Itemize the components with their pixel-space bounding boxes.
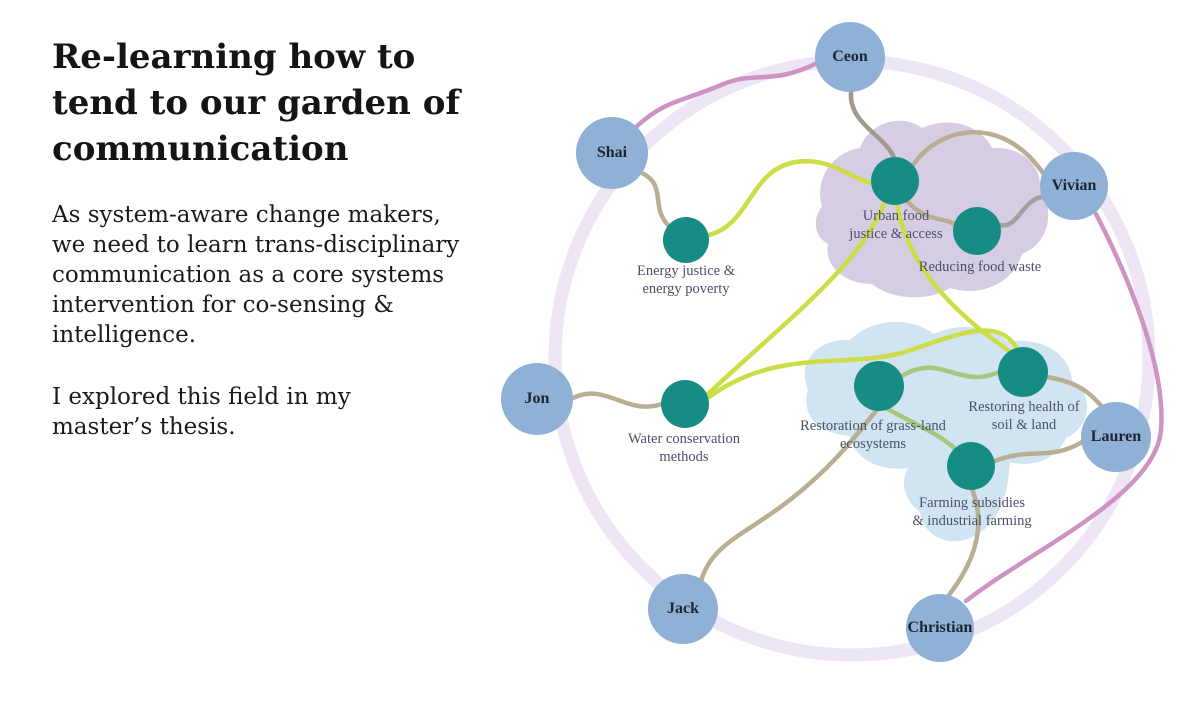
topic-node-soil: [998, 347, 1048, 397]
topic-label-line: Reducing food waste: [918, 259, 1042, 275]
topic-label-waste: Reducing food waste: [919, 258, 1041, 276]
paragraph-line: we need to learn trans-disciplinary: [52, 232, 460, 258]
paragraph-line: I explored this field in my: [52, 384, 351, 410]
edge-farming-lauren: [992, 439, 1085, 464]
topic-node-waste: [953, 207, 1001, 255]
paragraph-line: intervention for co-sensing &: [52, 292, 394, 318]
topic-label-line: Farming subsidies: [919, 495, 1025, 511]
topic-label-line: soil & land: [991, 417, 1057, 433]
topic-label-line: Energy justice &: [637, 263, 735, 279]
edge-shai-energy: [639, 170, 673, 230]
edge-farming-christian: [946, 486, 981, 598]
person-node-ceon: Ceon: [815, 22, 885, 92]
edge-urban-soil: [894, 202, 1012, 354]
edge-restoration-farming: [883, 405, 960, 453]
edge-ceon-urban: [848, 90, 897, 161]
topic-label-line: ecosystems: [839, 436, 907, 452]
intro-paragraph: As system-aware change makers, we need t…: [52, 200, 459, 350]
edge-ceon-shai: [634, 60, 820, 129]
title-line: communication: [52, 129, 349, 169]
topic-node-energy: [663, 217, 709, 263]
edge-waste-vivian: [997, 194, 1045, 228]
paragraph-line: communication as a core systems: [52, 262, 445, 288]
topic-label-line: methods: [659, 449, 709, 465]
topic-node-water: [661, 380, 709, 428]
topic-label-line: justice & access: [849, 226, 943, 242]
topic-node-urban: [871, 157, 919, 205]
edge-water-soil: [706, 328, 1021, 400]
topic-label-line: Restoration of grass-land: [800, 418, 946, 434]
edge-jack-restoration: [698, 408, 879, 584]
person-node-lauren: Lauren: [1081, 402, 1151, 472]
title-line: tend to our garden of: [52, 83, 461, 123]
edge-urban-water: [705, 201, 887, 397]
edge-restoration-soil: [899, 365, 1002, 380]
edge-urban-waste: [903, 197, 959, 228]
edge-energy-urban: [706, 159, 875, 238]
topic-label-line: Water conservation: [628, 431, 740, 447]
topic-label-farming: Farming subsidies & industrial farming: [912, 494, 1031, 530]
topic-label-line: & industrial farming: [912, 513, 1032, 529]
edge-vivian-christian: [963, 211, 1164, 604]
page-title: Re-learning how to tend to our garden of…: [52, 34, 532, 172]
person-node-vivian: Vivian: [1040, 152, 1108, 220]
paragraph-line: master’s thesis.: [52, 414, 236, 440]
topic-label-line: energy poverty: [642, 281, 730, 297]
topic-label-energy: Energy justice & energy poverty: [637, 262, 735, 298]
topic-node-farming: [947, 442, 995, 490]
topic-label-line: Restoring health of: [968, 399, 1080, 415]
topic-label-restoration: Restoration of grass-land ecosystems: [800, 417, 946, 453]
topic-label-soil: Restoring health of soil & land: [968, 398, 1079, 434]
left-panel: Re-learning how to tend to our garden of…: [52, 34, 532, 172]
thesis-paragraph: I explored this field in my master’s the…: [52, 382, 351, 442]
topic-label-urban: Urban food justice & access: [849, 207, 942, 243]
paragraph-line: As system-aware change makers,: [52, 202, 441, 228]
person-node-shai: Shai: [576, 117, 648, 189]
topic-label-water: Water conservation methods: [628, 430, 740, 466]
person-node-jack: Jack: [648, 574, 718, 644]
topic-label-line: Urban food: [862, 208, 930, 224]
paragraph-line: intelligence.: [52, 322, 197, 348]
edge-jon-water: [570, 391, 665, 409]
person-node-christian: Christian: [906, 594, 974, 662]
edge-urban-vivian: [910, 130, 1046, 176]
person-node-jon: Jon: [501, 363, 573, 435]
food-justice-cluster-blob: [815, 120, 1049, 298]
topic-node-restoration: [854, 361, 904, 411]
title-line: Re-learning how to: [52, 37, 416, 77]
